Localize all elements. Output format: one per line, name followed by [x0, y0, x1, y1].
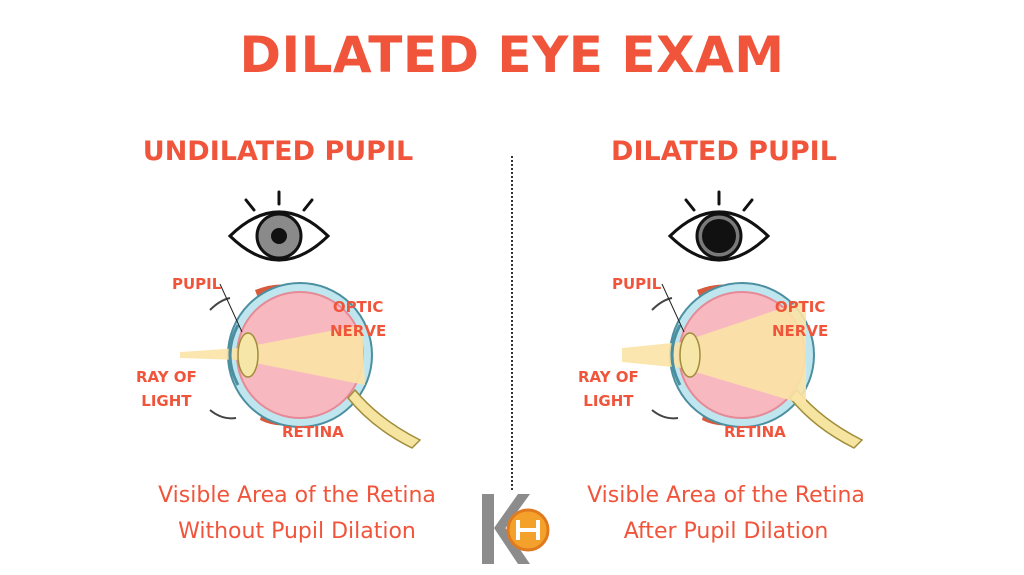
eye-icon	[667, 190, 771, 262]
label-optic-line1: OPTIC	[774, 298, 826, 316]
label-ray-line1: RAY OF	[136, 368, 197, 386]
label-ray-of-light: RAY OF LIGHT	[578, 365, 639, 413]
label-pupil: PUPIL	[172, 275, 222, 293]
center-divider	[511, 156, 513, 490]
label-ray-line2: LIGHT	[141, 392, 192, 410]
label-retina: RETINA	[724, 423, 786, 441]
caption-line1: Visible Area of the Retina	[587, 483, 865, 508]
heading-text: UNDILATED PUPIL	[142, 136, 414, 167]
caption-line2: Without Pupil Dilation	[178, 519, 416, 544]
logo-icon	[482, 494, 550, 564]
eye-anatomy-icon	[622, 282, 864, 449]
label-optic-line2: NERVE	[772, 322, 829, 340]
heading-text: DILATED PUPIL	[611, 136, 837, 167]
label-ray-of-light: RAY OF LIGHT	[136, 365, 197, 413]
caption-line2: After Pupil Dilation	[623, 519, 829, 544]
label-ray-line1: RAY OF	[578, 368, 639, 386]
label-optic-line1: OPTIC	[332, 298, 384, 316]
caption-dilated: Visible Area of the Retina After Pupil D…	[546, 478, 906, 550]
caption-line1: Visible Area of the Retina	[158, 483, 436, 508]
label-optic-line2: NERVE	[330, 322, 387, 340]
label-optic-nerve: OPTIC NERVE	[330, 295, 386, 343]
label-ray-line2: LIGHT	[583, 392, 634, 410]
eye-icon	[227, 190, 331, 262]
label-retina: RETINA	[282, 423, 344, 441]
caption-undilated: Visible Area of the Retina Without Pupil…	[117, 478, 477, 550]
eye-anatomy-icon	[180, 282, 422, 449]
label-pupil: PUPIL	[612, 275, 662, 293]
panel-heading-dilated: DILATED PUPIL	[544, 136, 904, 167]
label-optic-nerve: OPTIC NERVE	[772, 295, 828, 343]
panel-heading-undilated: UNDILATED PUPIL	[98, 136, 458, 167]
page-title: DILATED EYE EXAM	[239, 26, 785, 84]
